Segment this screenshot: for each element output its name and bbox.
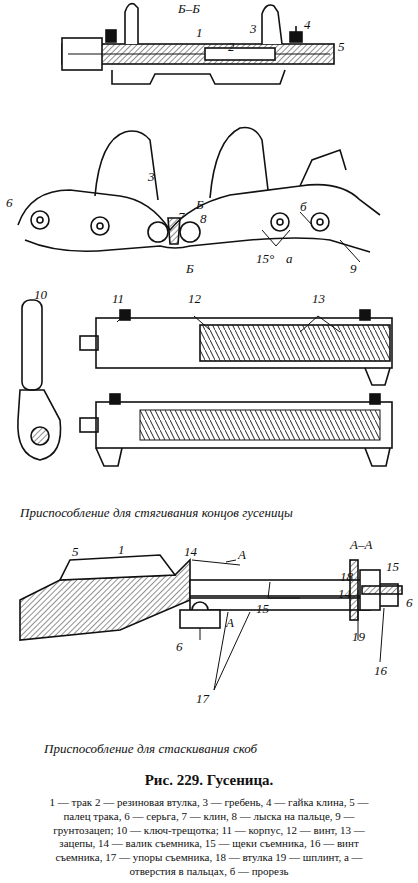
- callout-number: Б: [186, 262, 194, 275]
- callout-number: Б–Б: [178, 2, 200, 15]
- callout-number: Б: [196, 198, 204, 211]
- callout-number: 13: [312, 292, 325, 305]
- figure-caption: Рис. 229. Гусеница.: [0, 772, 418, 789]
- callout-number: 3: [148, 170, 155, 183]
- callout-number: 9: [350, 262, 357, 275]
- callout-number: 7: [178, 210, 185, 223]
- callout-number: 16: [374, 664, 387, 677]
- callout-number: 5: [338, 40, 345, 53]
- callout-number: А: [238, 548, 246, 561]
- callout-number: 1: [118, 543, 125, 556]
- callout-number: 18: [340, 570, 353, 583]
- callout-number: а: [286, 252, 293, 265]
- callout-number: 14: [184, 545, 197, 558]
- callout-number: 15: [256, 602, 269, 615]
- callout-number: 5: [72, 545, 79, 558]
- tool-caption: Приспособление для стягивания концов гус…: [20, 506, 293, 519]
- callout-number: 2: [228, 40, 235, 53]
- callout-number: 12: [188, 292, 201, 305]
- callout-number: А: [226, 616, 234, 629]
- callout-number: 6: [6, 196, 13, 209]
- callout-number: 6: [176, 640, 183, 653]
- parts-key: 1 — трак 2 — резиновая втулка, 3 — гребе…: [39, 796, 379, 879]
- callout-number: А–А: [350, 538, 372, 551]
- callout-number: 8: [200, 212, 207, 225]
- callout-number: 15°: [256, 252, 274, 265]
- callout-number: 14: [338, 587, 351, 600]
- callout-number: 19: [352, 630, 365, 643]
- callout-number: 6: [406, 596, 413, 609]
- callout-number: 10: [34, 288, 47, 301]
- callout-number: 17: [196, 692, 209, 705]
- callout-number: 15: [386, 560, 399, 573]
- callout-number: 1: [196, 26, 203, 39]
- callout-number: б: [300, 200, 307, 213]
- callout-number: 11: [112, 292, 124, 305]
- tool-caption: Приспособление для стаскивания скоб: [44, 742, 257, 755]
- callout-number: 4: [304, 18, 311, 31]
- callout-number: 3: [250, 22, 257, 35]
